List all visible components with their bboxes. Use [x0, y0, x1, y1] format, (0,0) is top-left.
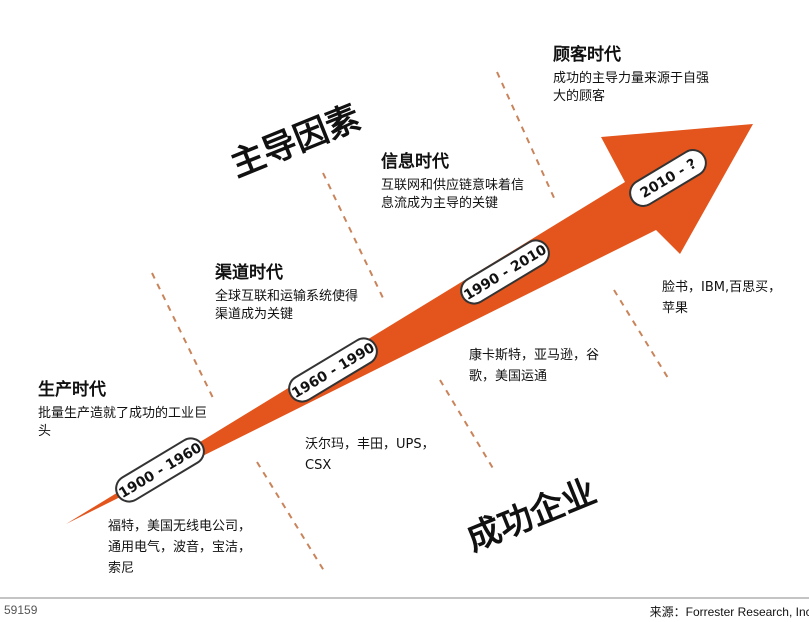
era-3-companies: 康卡斯特，亚马逊，谷歌，美国运通 — [469, 348, 600, 384]
era-divider-3-lower — [613, 289, 669, 379]
era-2-title: 渠道时代 — [215, 263, 283, 283]
era-4-description: 成功的主导力量来源于自强大的顾客 — [553, 71, 710, 104]
footer-source: 来源：Forrester Research, Inc. — [649, 605, 809, 619]
era-divider-2 — [322, 172, 384, 299]
era-divider-1 — [151, 272, 215, 401]
growth-arrow — [66, 124, 753, 524]
era-divider-1-lower — [256, 461, 327, 575]
era-3-title: 信息时代 — [381, 152, 449, 172]
era-1-companies: 福特，美国无线电公司，通用电气，波音，宝洁，索尼 — [108, 519, 252, 576]
footer-id: 59159 — [4, 603, 38, 617]
era-2-description: 全球互联和运输系统使得渠道成为关键 — [215, 289, 359, 322]
era-2-companies: 沃尔玛，丰田，UPS，CSX — [305, 437, 435, 473]
era-4-companies: 脸书，IBM,百思买，苹果 — [662, 280, 782, 316]
period-badge-1-text: 1900 - 1960 — [116, 440, 205, 502]
era-3-description: 互联网和供应链意味着信息流成为主导的关键 — [381, 178, 525, 211]
era-4-title: 顾客时代 — [553, 45, 621, 65]
era-divider-2-lower — [439, 379, 495, 471]
era-1-description: 批量生产造就了成功的工业巨头 — [38, 406, 208, 439]
era-1-title: 生产时代 — [38, 380, 106, 400]
period-badge-1: 1900 - 1960 — [115, 437, 205, 503]
